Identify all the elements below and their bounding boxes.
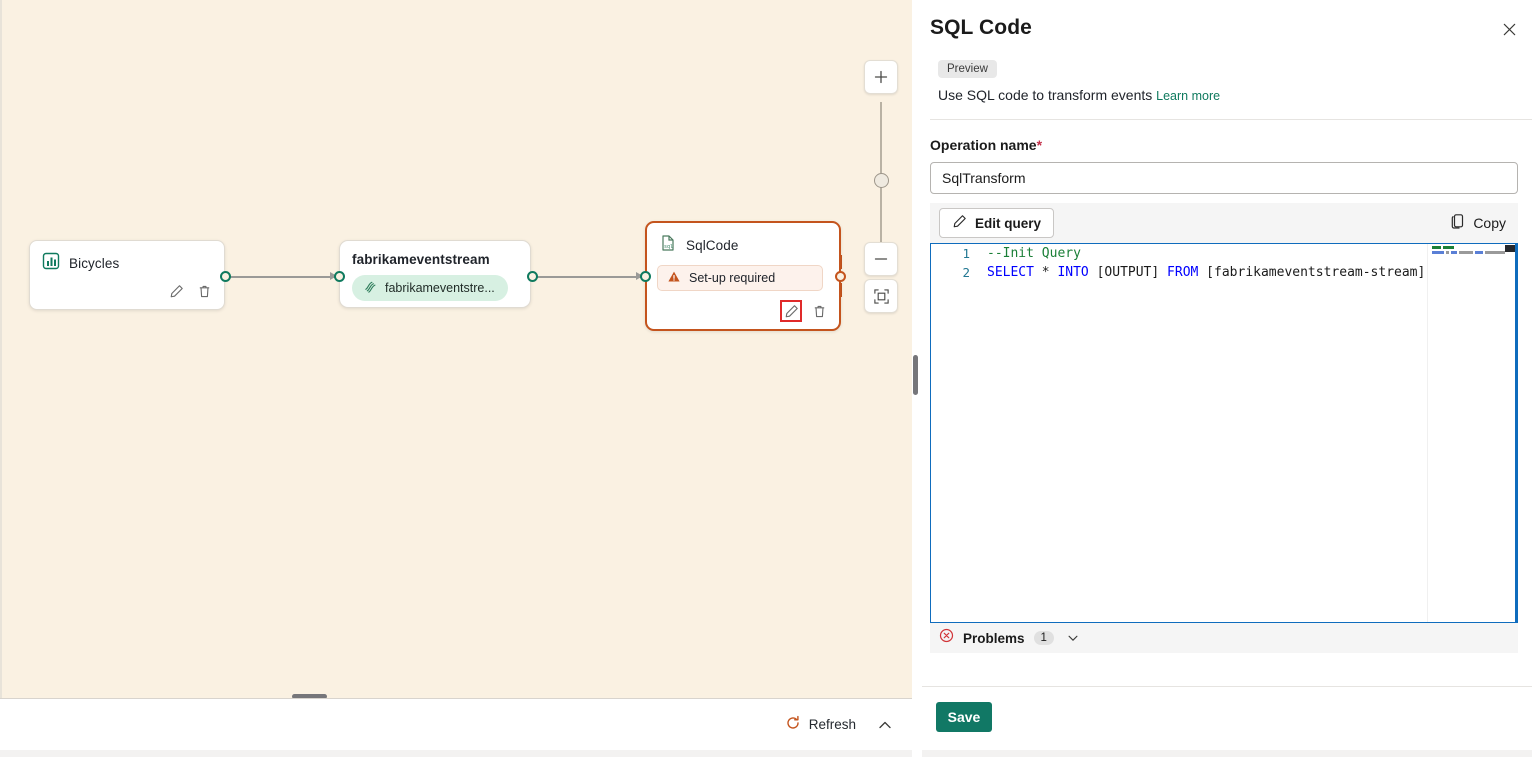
minimap-row <box>1432 251 1505 254</box>
canvas-resize-handle[interactable] <box>292 694 327 698</box>
canvas-region: Bicycles <box>0 0 912 757</box>
svg-text:sql: sql <box>664 244 673 250</box>
copy-icon <box>1450 213 1466 233</box>
refresh-button[interactable]: Refresh <box>785 715 856 734</box>
zoom-out-button[interactable] <box>864 242 898 276</box>
node-sqlcode-edit-button[interactable] <box>780 300 802 322</box>
code-token: * <box>1033 265 1058 280</box>
node-bicycles-output-port[interactable] <box>220 271 231 282</box>
collapse-panel-button[interactable] <box>872 712 898 738</box>
fit-to-screen-button[interactable] <box>864 279 898 313</box>
panel-footer-divider <box>922 686 1536 687</box>
zoom-in-button[interactable] <box>864 60 898 94</box>
node-stream-input-port[interactable] <box>334 271 345 282</box>
page-title: SQL Code <box>930 16 1032 39</box>
code-token: [OUTPUT] <box>1088 265 1168 280</box>
node-stream-pill[interactable]: fabrikameventstre... <box>352 275 508 301</box>
pencil-icon <box>952 214 967 232</box>
code-token: --Init Query <box>987 246 1081 261</box>
edge-arrow-1 <box>330 272 337 280</box>
panel-splitter-grip[interactable] <box>913 355 918 395</box>
node-stream-pill-label: fabrikameventstre... <box>385 281 495 295</box>
node-sqlcode-status-badge: Set-up required <box>657 265 823 291</box>
canvas-left-edge <box>0 0 2 698</box>
panel-subtitle-text: Use SQL code to transform events <box>938 87 1153 103</box>
operation-name-input[interactable] <box>930 162 1518 194</box>
panel-subtitle: Use SQL code to transform events Learn m… <box>938 87 1512 103</box>
bar-chart-icon <box>42 252 60 275</box>
edge-bicycles-to-stream <box>230 276 336 278</box>
preview-badge: Preview <box>938 60 997 78</box>
editor-scrollbar[interactable] <box>1505 244 1517 622</box>
node-sqlcode-status-label: Set-up required <box>689 271 776 285</box>
header-divider <box>930 119 1536 120</box>
edit-query-label: Edit query <box>975 215 1042 231</box>
code-line: --Init Query <box>987 244 1517 263</box>
edge-stream-to-sqlcode <box>537 276 642 278</box>
node-stream-title: fabrikameventstream <box>352 252 490 267</box>
code-token: INTO <box>1057 265 1089 280</box>
problems-bar[interactable]: Problems 1 <box>930 623 1518 653</box>
node-stream-header: fabrikameventstream <box>340 241 530 267</box>
problems-label: Problems <box>963 630 1025 646</box>
panel-bottom-strip <box>922 750 1536 757</box>
editor-minimap[interactable] <box>1427 244 1505 622</box>
save-button[interactable]: Save <box>936 702 992 732</box>
line-number: 1 <box>962 246 970 261</box>
node-stream-output-port[interactable] <box>527 271 538 282</box>
editor-scrollbar-thumb[interactable] <box>1505 245 1517 252</box>
refresh-label: Refresh <box>808 717 856 732</box>
code-token: FROM <box>1167 265 1199 280</box>
node-bicycles-actions <box>165 280 215 302</box>
problems-count-badge: 1 <box>1033 631 1054 645</box>
sql-file-icon: sql <box>659 234 677 257</box>
copy-label: Copy <box>1473 215 1506 231</box>
pipeline-canvas[interactable]: Bicycles <box>0 0 912 698</box>
node-bicycles-edit-button[interactable] <box>165 280 187 302</box>
eventstream-icon <box>363 279 378 297</box>
node-sqlcode-title: SqlCode <box>686 238 739 253</box>
edge-arrow-2 <box>636 272 643 280</box>
required-marker: * <box>1036 137 1043 153</box>
edit-query-button[interactable]: Edit query <box>939 208 1055 238</box>
operation-name-label-text: Operation name <box>930 137 1037 153</box>
canvas-bottom-strip <box>0 750 912 757</box>
refresh-icon <box>785 715 801 734</box>
editor-right-rail <box>1515 244 1517 622</box>
code-token: [fabrikameventstream-stream] <box>1198 265 1426 280</box>
copy-button[interactable]: Copy <box>1450 213 1509 233</box>
page-scrollbar[interactable] <box>1532 0 1536 757</box>
node-sqlcode-output-port[interactable] <box>835 271 846 282</box>
zoom-slider-handle[interactable] <box>874 173 889 188</box>
sql-code-panel: SQL Code Preview Use SQL code to transfo… <box>922 0 1536 757</box>
node-bicycles-title: Bicycles <box>69 256 120 271</box>
canvas-node-bicycles[interactable]: Bicycles <box>29 240 231 310</box>
zoom-controls <box>864 60 900 313</box>
chevron-down-icon[interactable] <box>1063 628 1083 648</box>
operation-name-label: Operation name* <box>930 137 1518 153</box>
close-icon[interactable] <box>1494 14 1524 44</box>
code-token: SELECT <box>987 265 1034 280</box>
panel-header: SQL Code Preview Use SQL code to transfo… <box>922 0 1536 120</box>
learn-more-link[interactable]: Learn more <box>1156 89 1221 103</box>
code-line: SELECT * INTO [OUTPUT] FROM [fabrikameve… <box>987 263 1517 282</box>
canvas-node-sqlcode[interactable]: sql SqlCode Set-up required <box>640 221 846 331</box>
warning-icon <box>667 270 681 287</box>
node-bicycles-header: Bicycles <box>30 241 224 275</box>
canvas-node-fabrikameventstream[interactable]: fabrikameventstream fabrikameventstre... <box>334 240 538 308</box>
line-number: 2 <box>962 265 970 280</box>
editor-gutter: 1 2 <box>931 244 981 622</box>
node-bicycles-delete-button[interactable] <box>193 280 215 302</box>
canvas-bottom-bar: Refresh <box>0 698 912 750</box>
node-sqlcode-delete-button[interactable] <box>808 300 830 322</box>
node-sqlcode-input-port[interactable] <box>640 271 651 282</box>
panel-body: Operation name* Edit query <box>922 137 1536 653</box>
query-toolbar: Edit query Copy <box>930 203 1518 243</box>
minimap-row <box>1432 246 1505 249</box>
node-sqlcode-header: sql SqlCode <box>647 223 839 257</box>
node-sqlcode-actions <box>780 300 830 322</box>
error-circle-icon <box>939 628 954 648</box>
